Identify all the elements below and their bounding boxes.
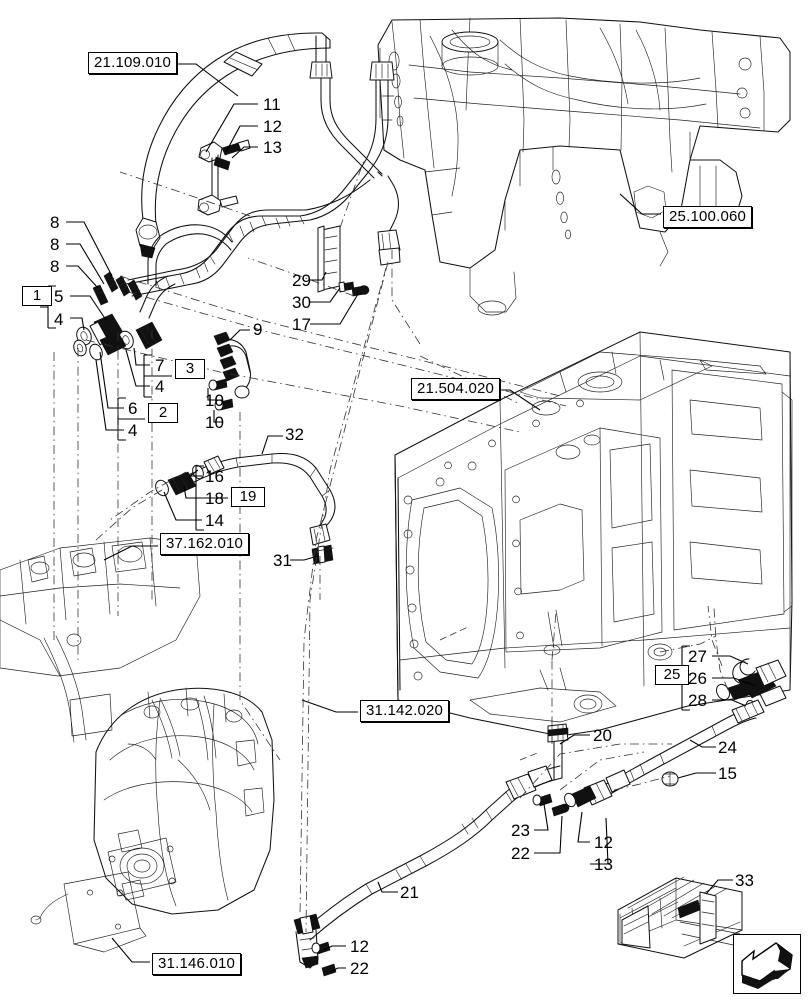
- callout-30[interactable]: 30: [292, 293, 311, 312]
- callout-32[interactable]: 32: [285, 425, 304, 444]
- callout-4b[interactable]: 4: [155, 377, 165, 396]
- callout-26[interactable]: 26: [688, 669, 707, 688]
- callout-13a[interactable]: 13: [263, 138, 282, 157]
- callout-10b[interactable]: 10: [205, 413, 224, 432]
- callout-29[interactable]: 29: [292, 271, 311, 290]
- callout-6[interactable]: 6: [128, 399, 138, 418]
- shipping-crate-33: [617, 876, 743, 959]
- group-box-2[interactable]: 2: [148, 403, 178, 423]
- engine-pto-illustration: [0, 537, 275, 953]
- reference-box-21-109-010[interactable]: 21.109.010: [88, 52, 178, 74]
- callout-22b[interactable]: 22: [350, 959, 369, 978]
- transmission-housing-illustration: [394, 331, 793, 737]
- front-axle-support-illustration: [377, 17, 791, 316]
- reference-box-25-100-060[interactable]: 25.100.060: [663, 206, 753, 228]
- clamp-bracket-9: [208, 331, 251, 411]
- callout-16[interactable]: 16: [205, 467, 224, 486]
- callout-12b[interactable]: 12: [594, 833, 613, 852]
- group-box-3[interactable]: 3: [175, 359, 205, 379]
- callout-4a[interactable]: 4: [54, 310, 64, 329]
- hydraulic-tube-32: [155, 453, 336, 565]
- callout-14[interactable]: 14: [205, 511, 224, 530]
- group-box-19[interactable]: 19: [231, 487, 265, 507]
- callout-4c[interactable]: 4: [128, 421, 138, 440]
- rigid-pipe-assembly-upper: [125, 35, 401, 319]
- callout-27[interactable]: 27: [688, 647, 707, 666]
- fittings-group-left: [73, 271, 163, 361]
- leader-lines: [66, 63, 757, 973]
- reference-box-31-142-020[interactable]: 31.142.020: [360, 700, 450, 722]
- callout-11[interactable]: 11: [263, 95, 281, 114]
- hydraulic-tube-24: [564, 658, 787, 808]
- callout-12c[interactable]: 12: [350, 937, 369, 956]
- callout-8c[interactable]: 8: [50, 257, 60, 276]
- callout-20[interactable]: 20: [593, 726, 612, 745]
- callout-7[interactable]: 7: [155, 356, 165, 375]
- callout-8a[interactable]: 8: [50, 213, 60, 232]
- callout-12a[interactable]: 12: [263, 117, 282, 136]
- clip-rail-29: [317, 225, 370, 297]
- phantom-centerlines: [53, 159, 729, 933]
- callout-10a[interactable]: 10: [205, 391, 224, 410]
- reference-box-21-504-020[interactable]: 21.504.020: [411, 378, 501, 400]
- callout-15[interactable]: 15: [718, 764, 737, 783]
- callout-17[interactable]: 17: [292, 315, 311, 334]
- callout-13b[interactable]: 13: [594, 855, 613, 874]
- hydraulic-tube-21: [293, 723, 570, 977]
- group-box-1[interactable]: 1: [22, 286, 52, 306]
- callout-23[interactable]: 23: [511, 821, 530, 840]
- callout-22a[interactable]: 22: [511, 844, 530, 863]
- callout-5[interactable]: 5: [54, 287, 64, 306]
- callout-31[interactable]: 31: [273, 551, 292, 570]
- bracket-11-detail: [197, 139, 251, 216]
- callout-24[interactable]: 24: [718, 738, 737, 757]
- direction-indicator-box: [733, 934, 801, 994]
- callout-18[interactable]: 18: [205, 489, 224, 508]
- group-box-25[interactable]: 25: [655, 665, 689, 685]
- callout-8b[interactable]: 8: [50, 235, 60, 254]
- callout-33[interactable]: 33: [735, 871, 754, 890]
- reference-box-37-162-010[interactable]: 37.162.010: [160, 533, 250, 555]
- group-brackets: [40, 285, 690, 711]
- callout-21[interactable]: 21: [400, 883, 419, 902]
- callout-28[interactable]: 28: [688, 691, 707, 710]
- direction-arrow-icon: [741, 942, 793, 989]
- callout-9[interactable]: 9: [253, 320, 263, 339]
- reference-box-31-146-010[interactable]: 31.146.010: [152, 953, 242, 975]
